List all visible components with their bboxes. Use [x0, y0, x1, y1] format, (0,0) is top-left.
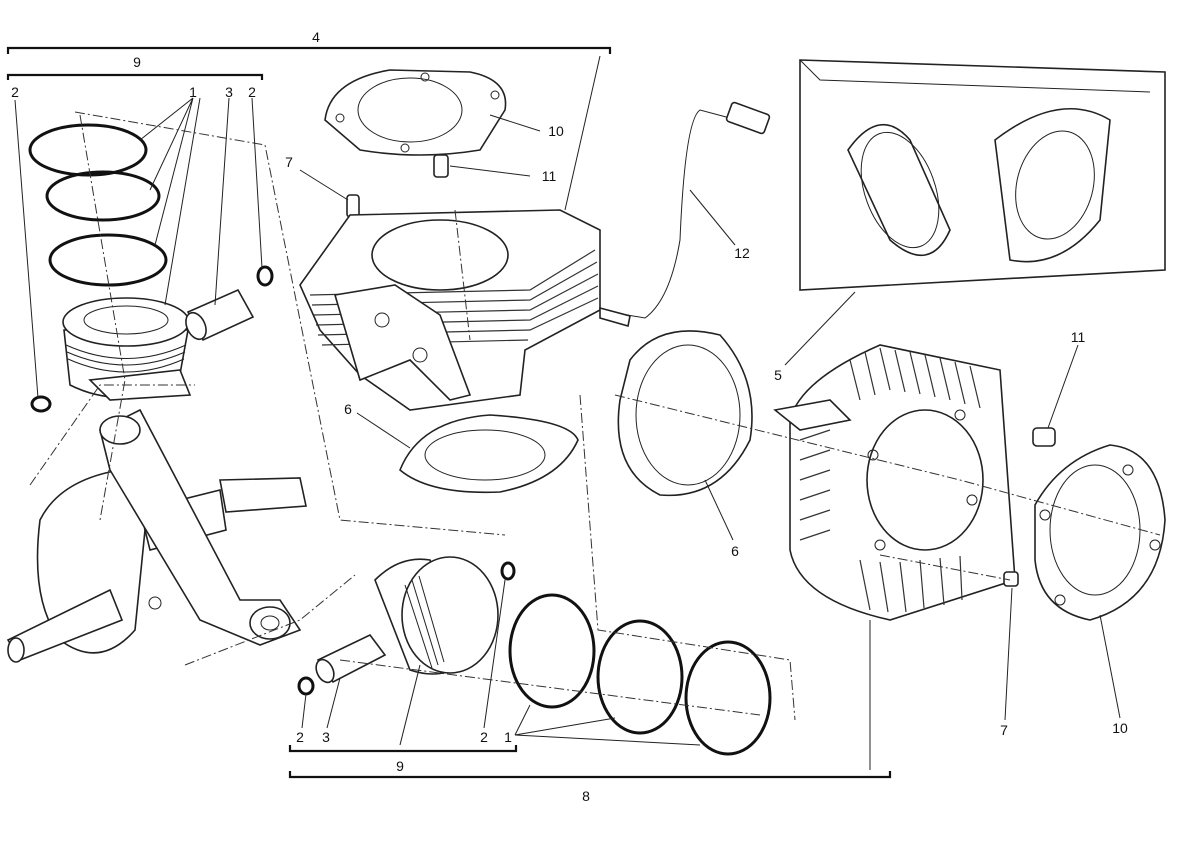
bracket-group-9-bottom: 9 [288, 745, 518, 774]
bracket-assembly-8: 8 [288, 771, 892, 804]
label-12: 12 [734, 245, 750, 261]
piston-rings-top [28, 123, 168, 287]
label-10-top: 10 [548, 123, 564, 139]
crankshaft [6, 408, 307, 663]
label-9-top: 9 [133, 54, 141, 70]
label-11-top: 11 [542, 168, 557, 184]
label-7-bottom: 7 [1000, 722, 1008, 738]
cylinder-left [299, 209, 601, 411]
label-9-bottom: 9 [396, 758, 404, 774]
piston-rings-bottom [508, 593, 772, 756]
circlip-bottom-right [500, 561, 516, 581]
bush-11-top [433, 154, 449, 178]
label-3-bottom: 3 [322, 729, 330, 745]
label-5: 5 [774, 367, 782, 383]
label-2-bottom-right: 2 [480, 729, 488, 745]
bracket-group-9-top: 9 [6, 54, 264, 80]
cylinder-right [773, 344, 1016, 621]
label-7-top: 7 [285, 154, 293, 170]
circlip-right [256, 265, 274, 287]
head-gasket-right [1034, 444, 1166, 621]
label-2-top-right: 2 [248, 84, 256, 100]
bracket-assembly-4: 4 [6, 29, 612, 54]
piston-bottom [374, 556, 499, 675]
label-10-right: 10 [1112, 720, 1128, 736]
label-6-left: 6 [344, 401, 352, 417]
piston-top [62, 297, 192, 401]
piston-pin-top [185, 288, 255, 342]
label-11-right: 11 [1071, 329, 1086, 345]
label-6-right: 6 [731, 543, 739, 559]
assembly-center-lines [29, 111, 1161, 721]
base-gasket-right [617, 330, 753, 497]
label-1-top: 1 [189, 84, 197, 100]
label-4: 4 [312, 29, 320, 45]
temperature-sensor [599, 101, 771, 328]
dowel-7-top [346, 194, 360, 218]
circlip-bottom-left [297, 676, 315, 696]
head-gasket-top [324, 69, 507, 156]
bush-11-right [1032, 427, 1056, 447]
label-3-top: 3 [225, 84, 233, 100]
label-2-bottom-left: 2 [296, 729, 304, 745]
circlip-left [30, 395, 52, 413]
label-2-top-left: 2 [11, 84, 19, 100]
piston-pin-bottom [315, 633, 387, 684]
base-gasket-left [399, 414, 579, 494]
leader-lines [14, 55, 1121, 770]
label-8: 8 [582, 788, 590, 804]
label-1-bottom: 1 [504, 729, 512, 745]
gasket-kit-bag [799, 59, 1166, 291]
